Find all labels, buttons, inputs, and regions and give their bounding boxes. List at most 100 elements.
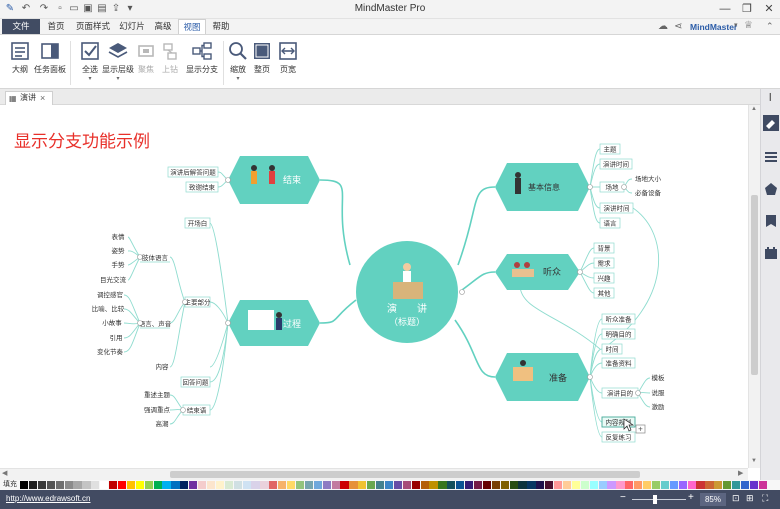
fullscreen-icon[interactable]: ⛶ <box>762 493 769 503</box>
vertical-scrollbar[interactable]: ▲ ▼ <box>748 105 760 468</box>
cloud-icon[interactable]: ☁ <box>658 21 668 32</box>
color-swatch[interactable] <box>714 481 723 489</box>
color-swatch[interactable] <box>73 481 82 489</box>
color-swatch[interactable] <box>723 481 732 489</box>
color-swatch[interactable] <box>536 481 545 489</box>
scroll-right-icon[interactable]: ▶ <box>738 470 744 477</box>
leaf-label[interactable]: 模板 <box>652 373 666 382</box>
tab-help[interactable]: 帮助 <box>212 21 230 31</box>
topic-process[interactable]: 过程 <box>225 300 321 346</box>
subtopic-label[interactable]: 肢体语言 <box>142 253 169 262</box>
color-swatch[interactable] <box>376 481 385 489</box>
color-swatch[interactable] <box>162 481 171 489</box>
collapse-toggles[interactable] <box>137 184 641 413</box>
color-swatch[interactable] <box>349 481 358 489</box>
color-swatch[interactable] <box>500 481 509 489</box>
leaf-label[interactable]: 比喻、比较 <box>92 304 125 313</box>
color-swatch[interactable] <box>562 481 572 489</box>
subtopic[interactable] <box>593 272 615 284</box>
color-swatch[interactable] <box>643 481 652 489</box>
color-swatch[interactable] <box>660 481 670 489</box>
color-swatch[interactable] <box>545 481 554 489</box>
color-swatch[interactable] <box>732 481 741 489</box>
tab-advanced[interactable]: 高级 <box>154 21 172 31</box>
color-swatch[interactable] <box>215 481 225 489</box>
tab-view[interactable]: 视图 <box>178 19 206 34</box>
zoom-out-button[interactable]: − <box>620 492 626 503</box>
close-icon[interactable]: ✕ <box>764 3 774 15</box>
leaf-label[interactable]: 姿势 <box>112 246 126 255</box>
restore-icon[interactable]: ❐ <box>742 3 752 15</box>
subtopic[interactable] <box>599 143 621 155</box>
color-swatch[interactable] <box>55 481 64 489</box>
leaf-label[interactable]: 变化节奏 <box>97 347 124 356</box>
open-file-icon[interactable]: ▭ <box>69 3 79 14</box>
leaf-label[interactable]: 内容 <box>156 362 170 371</box>
color-swatch[interactable] <box>749 481 759 489</box>
color-swatch[interactable] <box>429 481 438 489</box>
color-swatch[interactable] <box>20 481 29 489</box>
subtopic[interactable] <box>593 287 615 299</box>
color-swatch[interactable] <box>509 481 518 489</box>
color-swatch[interactable] <box>687 481 696 489</box>
color-swatch[interactable] <box>242 481 251 489</box>
color-swatch[interactable] <box>260 481 269 489</box>
color-swatch[interactable] <box>696 481 705 489</box>
color-swatch[interactable] <box>171 481 180 489</box>
leaf-label[interactable]: 目光交流 <box>100 275 127 284</box>
color-swatch[interactable] <box>616 481 625 489</box>
bookmark-icon[interactable] <box>763 213 779 229</box>
tab-slides[interactable]: 幻灯片 <box>119 21 145 31</box>
color-swatch[interactable] <box>678 481 687 489</box>
subtopic[interactable] <box>599 158 633 170</box>
color-swatch[interactable] <box>393 481 403 489</box>
subtopic-label[interactable]: 语言、声音 <box>139 319 172 328</box>
scroll-left-icon[interactable]: ◀ <box>2 470 8 477</box>
horizontal-scrollbar[interactable]: ◀ ▶ <box>0 468 748 480</box>
focus-button[interactable]: 聚焦 <box>128 40 164 88</box>
zoom-slider-thumb[interactable] <box>652 495 657 504</box>
zoom-in-button[interactable]: + <box>688 492 694 503</box>
redo-icon[interactable]: ↷ <box>39 3 49 14</box>
color-swatch[interactable] <box>37 481 47 489</box>
fit-window-icon[interactable]: ⊡ <box>732 493 740 503</box>
leaf-label[interactable]: 激励 <box>652 402 666 411</box>
zoom-button[interactable]: 缩放 ▾ <box>220 40 256 88</box>
color-swatch[interactable] <box>456 481 465 489</box>
topic-basic-info[interactable]: 基本信息 <box>495 163 593 211</box>
outline-list-icon[interactable] <box>763 149 779 165</box>
scroll-down-icon[interactable]: ▼ <box>751 458 757 464</box>
fit-page-button[interactable]: 整页 <box>244 40 280 88</box>
website-link[interactable]: http://www.edrawsoft.cn <box>6 494 91 503</box>
leaf-label[interactable]: 必备设备 <box>635 188 662 197</box>
share-icon[interactable]: ⋖ <box>674 21 683 32</box>
color-swatch[interactable] <box>651 481 661 489</box>
tab-page-style[interactable]: 页面样式 <box>75 21 110 31</box>
color-swatch[interactable] <box>91 481 100 489</box>
color-swatch[interactable] <box>420 481 429 489</box>
new-file-icon[interactable]: ▫ <box>58 3 62 14</box>
color-swatch[interactable] <box>367 481 376 489</box>
leaf-label[interactable]: 说服 <box>652 388 666 397</box>
color-swatch[interactable] <box>340 481 349 489</box>
color-swatch[interactable] <box>580 481 589 489</box>
color-swatch[interactable] <box>189 481 198 489</box>
color-swatch[interactable] <box>251 481 260 489</box>
subtopic[interactable] <box>601 328 636 340</box>
color-swatch[interactable] <box>180 481 189 489</box>
print-icon[interactable]: ▤ <box>97 3 107 14</box>
color-swatch[interactable] <box>278 481 287 489</box>
add-subtopic-icon[interactable] <box>635 424 646 434</box>
color-swatch[interactable] <box>669 481 678 489</box>
color-swatch[interactable] <box>126 481 136 489</box>
show-branch-button[interactable]: 显示分支 <box>182 40 222 88</box>
outline-button[interactable]: 大纲 <box>2 40 38 88</box>
actual-size-icon[interactable]: ⊞ <box>746 493 754 503</box>
color-swatch[interactable] <box>589 481 598 489</box>
leaf-label[interactable]: 手势 <box>112 260 126 269</box>
tab-home[interactable]: 首页 <box>47 21 65 31</box>
color-swatch[interactable] <box>473 481 483 489</box>
color-swatch[interactable] <box>144 481 153 489</box>
vertical-scroll-thumb[interactable] <box>751 195 758 375</box>
horizontal-scroll-thumb[interactable] <box>170 471 640 478</box>
